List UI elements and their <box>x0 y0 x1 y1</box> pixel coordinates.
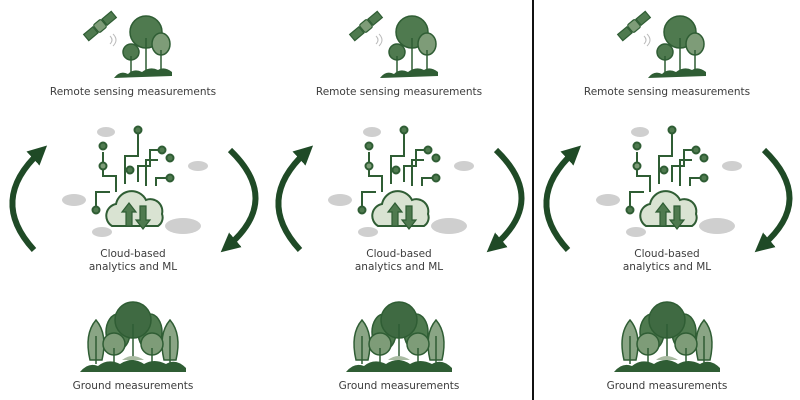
ground-measurements-label: Ground measurements <box>606 380 728 392</box>
cloud-analytics-icon <box>328 125 474 237</box>
circuit-icon <box>91 125 175 215</box>
tree-group-icon <box>114 15 172 78</box>
arc-arrow-left-up <box>543 145 582 253</box>
remote-sensing-label: Remote sensing measurements <box>49 86 217 98</box>
diagram-panel: Remote sensing measurements Cloud-based … <box>534 0 800 400</box>
cloud-analytics-label: Cloud-based analytics and ML <box>266 248 532 274</box>
cloud-upload-download-icon <box>371 190 430 230</box>
satellite-forest-icon <box>616 10 706 78</box>
circuit-icon <box>625 125 709 215</box>
cloud-analytics-label: Cloud-based analytics and ML <box>534 248 800 274</box>
satellite-icon <box>82 10 118 47</box>
diagram-panel: Remote sensing measurements Cloud-based … <box>0 0 266 400</box>
cloud-analytics-icon <box>62 125 208 237</box>
arc-arrow-left-up <box>275 145 314 253</box>
cloud-upload-download-icon <box>105 190 164 230</box>
satellite-forest-icon <box>348 10 438 78</box>
arc-arrow-right-down <box>220 147 259 253</box>
forest-icon <box>346 301 452 372</box>
cloud-analytics-label: Cloud-based analytics and ML <box>0 248 266 274</box>
arc-arrow-left-up <box>9 145 48 253</box>
cloud-analytics-icon <box>596 125 742 237</box>
arc-arrow-right-down <box>754 147 793 253</box>
satellite-forest-icon <box>82 10 172 78</box>
diagram-panel: Remote sensing measurements Cloud-based … <box>266 0 532 400</box>
tree-group-icon <box>648 15 706 78</box>
background-clouds-icon <box>596 127 742 237</box>
cloud-label-line1: Cloud-based <box>366 248 432 260</box>
cloud-label-line1: Cloud-based <box>100 248 166 260</box>
remote-sensing-label: Remote sensing measurements <box>583 86 751 98</box>
background-clouds-icon <box>328 127 474 237</box>
panel-divider <box>532 0 534 400</box>
cloud-upload-download-icon <box>639 190 698 230</box>
ground-measurements-label: Ground measurements <box>72 380 194 392</box>
tree-group-icon <box>380 15 438 78</box>
satellite-icon <box>616 10 652 47</box>
forest-icon <box>80 301 186 372</box>
cloud-label-line2: analytics and ML <box>354 261 444 273</box>
cloud-label-line2: analytics and ML <box>622 261 712 273</box>
circuit-icon <box>357 125 441 215</box>
arc-arrow-right-down <box>486 147 525 253</box>
remote-sensing-label: Remote sensing measurements <box>315 86 483 98</box>
cloud-label-line2: analytics and ML <box>88 261 178 273</box>
cloud-label-line1: Cloud-based <box>634 248 700 260</box>
satellite-icon <box>348 10 384 47</box>
background-clouds-icon <box>62 127 208 237</box>
ground-measurements-label: Ground measurements <box>338 380 460 392</box>
forest-icon <box>614 301 720 372</box>
